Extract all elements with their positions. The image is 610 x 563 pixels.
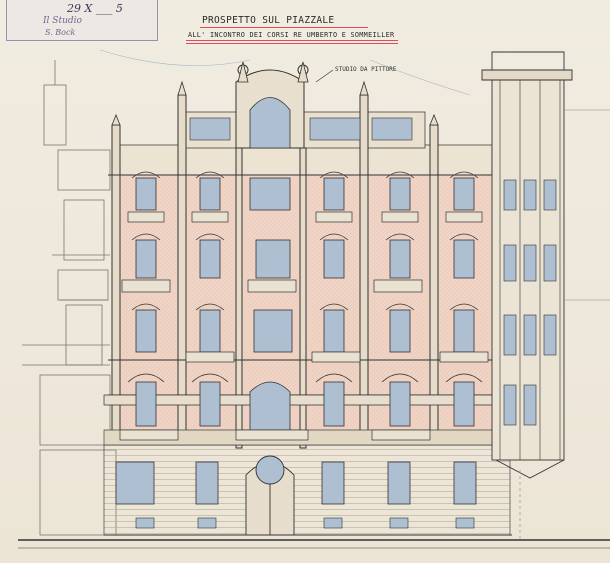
window-grid xyxy=(115,177,477,505)
studio-annotation: STUDIO DA PITTORE xyxy=(335,66,397,73)
corner-tower xyxy=(481,51,610,540)
subtitle-underline xyxy=(186,40,398,41)
main-facade xyxy=(103,61,512,536)
left-neighbour-building xyxy=(22,60,117,536)
drawing-subtitle: ALL' INCONTRO DEI CORSI RE UMBERTO E SOM… xyxy=(188,31,395,39)
subtitle-underline-2 xyxy=(186,43,398,44)
entrance-door xyxy=(245,455,295,536)
title-underline xyxy=(200,27,368,28)
date-note: 29 X ___ 5 xyxy=(67,2,123,15)
archive-stamp: 29 X ___ 5 Il Studio S. Bock xyxy=(6,0,158,41)
reference-note: S. Bock xyxy=(45,28,76,37)
drawing-title: PROSPETTO SUL PIAZZALE xyxy=(202,15,335,26)
name-note: Il Studio xyxy=(43,16,82,26)
